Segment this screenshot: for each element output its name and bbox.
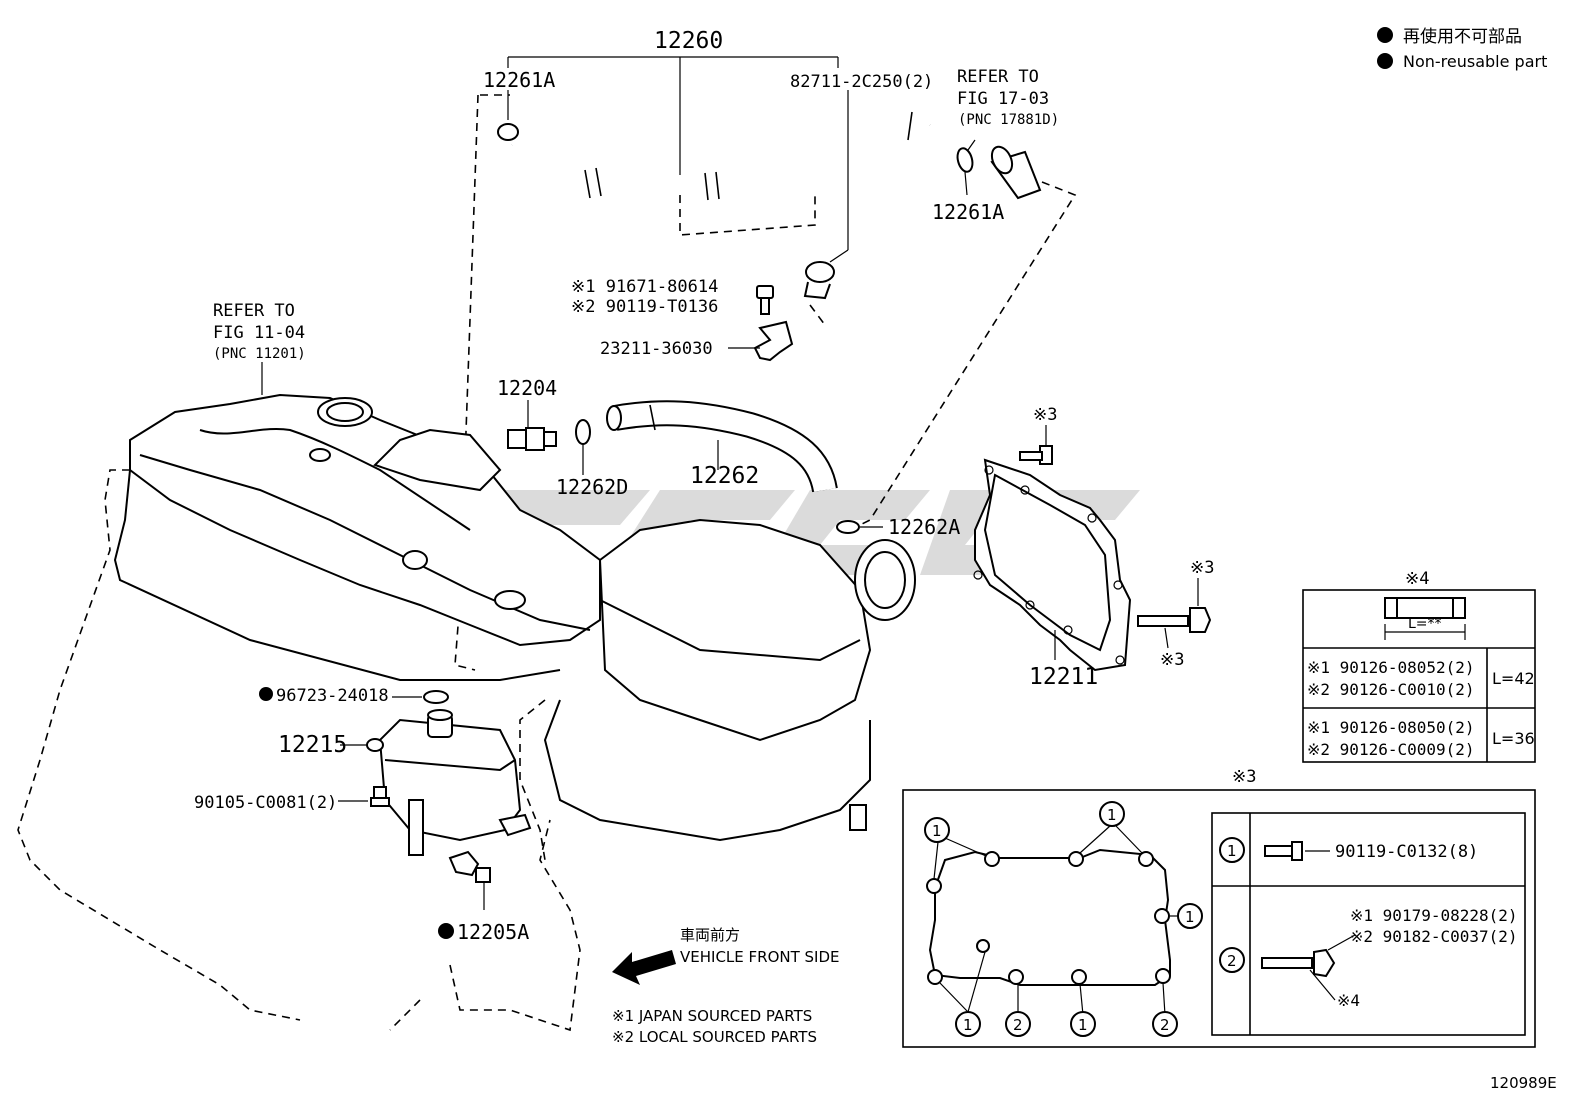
detail3-row1-num: 1	[1227, 842, 1237, 860]
detail3-row1-part: 90119-C0132(8)	[1335, 842, 1478, 862]
detail3-row2-c: ※4	[1337, 991, 1360, 1010]
ref2-line1: REFER TO	[957, 67, 1039, 87]
detail3-callout-2a: 2	[1013, 1016, 1023, 1034]
clip-12261A-left	[497, 90, 519, 141]
label-12261A-top: 12261A	[483, 68, 555, 92]
hose-assembly-12260	[507, 56, 934, 326]
table4-dim: L=**	[1408, 616, 1442, 632]
table4-row2-len: L=36	[1492, 729, 1535, 748]
label-12211: 12211	[1029, 664, 1098, 690]
table4-row1-len: L=42	[1492, 669, 1535, 688]
non-reusable-dot-icon	[438, 923, 454, 939]
bolt-90105	[338, 786, 390, 807]
detail-3-box	[902, 789, 1536, 1048]
label-bolt-2: ※2 90119-T0136	[571, 297, 718, 317]
label-12262D: 12262D	[556, 475, 628, 499]
grommet-12262D	[575, 419, 591, 475]
bolt-m3-top	[1019, 425, 1053, 465]
front-jp: 車両前方	[680, 926, 740, 944]
detail3-row2-num: 2	[1227, 952, 1237, 970]
label-m3-bottom: ※3	[1160, 650, 1184, 670]
detail3-callout-1e: 1	[1078, 1016, 1088, 1034]
non-reusable-dot-icon	[1377, 27, 1393, 43]
clip-12262A	[836, 520, 883, 534]
label-12261A-right: 12261A	[932, 200, 1004, 224]
label-96723: 96723-24018	[276, 686, 389, 706]
label-m3-right: ※3	[1190, 558, 1214, 578]
detail3-row2-a: ※1 90179-08228(2)	[1350, 906, 1518, 925]
label-12262: 12262	[690, 463, 759, 489]
detail3-callout-1b: 1	[1107, 806, 1117, 824]
leader-dashed-left	[454, 94, 510, 671]
ref2-line3: (PNC 17881D)	[958, 112, 1059, 128]
table4-row1-a: ※1 90126-08052(2)	[1307, 658, 1475, 677]
bolt-and-bracket	[728, 285, 794, 362]
legend-en: Non-reusable part	[1403, 52, 1547, 71]
oil-separator-12215	[340, 709, 532, 856]
legend: 再使用不可部品 Non-reusable part	[1377, 26, 1547, 71]
ref1-line2: FIG 11-04	[213, 323, 305, 343]
label-12260: 12260	[654, 28, 723, 54]
detail3-callout-1d: 1	[963, 1016, 973, 1034]
pcv-valve-12204	[507, 400, 557, 451]
detail3-callout-1c: 1	[1185, 908, 1195, 926]
connector-pipe	[849, 145, 1077, 531]
label-12215: 12215	[278, 732, 347, 758]
non-reusable-dot-icon	[1377, 53, 1393, 69]
diagram-id: 120989E	[1490, 1074, 1557, 1092]
hose-12262	[606, 400, 838, 493]
front-en: VEHICLE FRONT SIDE	[680, 948, 840, 966]
label-m3-top: ※3	[1033, 405, 1057, 425]
engine-outline	[17, 393, 916, 1032]
table4-row1-b: ※2 90126-C0010(2)	[1307, 680, 1475, 699]
gasket-12211	[973, 458, 1132, 672]
label-90105: 90105-C0081(2)	[194, 793, 337, 813]
front-arrow-icon	[612, 950, 676, 985]
o-ring-96723	[392, 690, 449, 704]
note-source-1: ※1 JAPAN SOURCED PARTS	[612, 1007, 812, 1025]
label-bolt-1: ※1 91671-80614	[571, 277, 718, 297]
label-12262A: 12262A	[888, 515, 960, 539]
clip-12261A-right	[956, 139, 976, 196]
note-source-2: ※2 LOCAL SOURCED PARTS	[612, 1028, 817, 1046]
label-12205A: 12205A	[457, 920, 529, 944]
label-12204: 12204	[497, 376, 557, 400]
detail3-title: ※3	[1232, 767, 1256, 787]
ref1-line3: (PNC 11201)	[213, 346, 306, 362]
table4-title: ※4	[1405, 569, 1429, 589]
stud-m3-right	[1137, 578, 1212, 649]
detail3-callout-2b: 2	[1160, 1016, 1170, 1034]
table4-row2-b: ※2 90126-C0009(2)	[1307, 740, 1475, 759]
detail3-row2-b: ※2 90182-C0037(2)	[1350, 927, 1518, 946]
label-23211: 23211-36030	[600, 339, 713, 359]
non-reusable-dot-icon	[259, 687, 273, 701]
label-82711: 82711-2C250(2)	[790, 72, 933, 92]
legend-jp: 再使用不可部品	[1403, 26, 1522, 47]
union-12205A	[448, 850, 491, 910]
table4-row2-a: ※1 90126-08050(2)	[1307, 718, 1475, 737]
ref2-line2: FIG 17-03	[957, 89, 1049, 109]
table-4	[1302, 589, 1536, 763]
detail3-callout-1a: 1	[932, 822, 942, 840]
ref1-line1: REFER TO	[213, 301, 295, 321]
